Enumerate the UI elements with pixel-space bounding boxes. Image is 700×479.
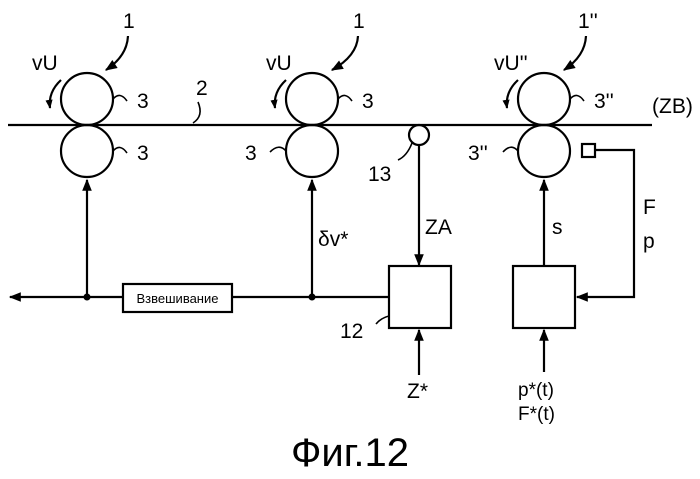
p-star-label: p*(t) — [518, 380, 554, 401]
stand-ref-arrow — [106, 36, 128, 70]
feedback-line — [577, 150, 634, 297]
stand-ref-arrow — [332, 36, 358, 70]
rotation-arrow — [50, 80, 61, 108]
z-star-label: Z* — [407, 380, 428, 403]
upper-roll-label: 3'' — [594, 90, 614, 113]
stand-ref-arrow — [564, 36, 586, 70]
lower-roll-leader — [503, 147, 518, 152]
strip-ref-leader — [193, 102, 200, 123]
upper-roll — [61, 73, 113, 125]
p-label: p — [643, 230, 655, 253]
lower-roll — [286, 125, 338, 177]
roll-stand-1: 3 3 1 vU — [32, 10, 149, 177]
tension-sensor — [409, 125, 429, 145]
roll-stand-2: 3 3 1 vU — [245, 10, 374, 177]
delta-v-label: δv* — [318, 228, 348, 251]
position-controller — [513, 266, 575, 328]
speed-label: vU'' — [494, 52, 528, 75]
rotation-arrow — [275, 80, 286, 108]
lower-roll-leader — [270, 147, 286, 152]
upper-roll — [286, 73, 338, 125]
weighing-label: Взвешивание — [137, 291, 219, 306]
upper-roll-leader — [570, 95, 584, 101]
strip-label: (ZB) — [652, 95, 693, 118]
f-label: F — [643, 196, 656, 219]
strip-ref-label: 2 — [196, 77, 208, 100]
upper-roll-label: 3 — [362, 90, 374, 113]
lower-roll-leader — [113, 147, 127, 153]
stand-ref-label: 1 — [123, 10, 135, 33]
za-label: ZA — [425, 216, 452, 239]
upper-roll-leader — [338, 95, 352, 101]
sensor-ref-leader — [398, 143, 412, 160]
stand-ref-label: 1 — [353, 10, 365, 33]
upper-roll-leader — [113, 95, 127, 101]
controller-ref-leader — [376, 316, 389, 324]
stand-ref-label: 1'' — [578, 10, 598, 33]
s-label: s — [552, 216, 563, 239]
speed-label: vU — [32, 52, 58, 75]
lower-roll-label: 3 — [137, 142, 149, 165]
figure-caption: Фиг.12 — [291, 431, 409, 475]
upper-roll — [518, 73, 570, 125]
speed-label: vU — [266, 52, 292, 75]
force-sensor — [582, 144, 595, 157]
f-star-label: F*(t) — [518, 404, 555, 425]
lower-roll-label: 3 — [245, 142, 257, 165]
upper-roll-label: 3 — [137, 90, 149, 113]
lower-roll-label: 3'' — [468, 142, 488, 165]
lower-roll — [518, 125, 570, 177]
lower-roll — [61, 125, 113, 177]
rotation-arrow — [507, 80, 518, 108]
controller-ref-label: 12 — [340, 320, 363, 343]
roll-stand-3: 3'' 3'' 1'' vU'' — [468, 10, 614, 177]
sensor-ref-label: 13 — [368, 163, 391, 186]
tension-controller — [389, 266, 451, 328]
